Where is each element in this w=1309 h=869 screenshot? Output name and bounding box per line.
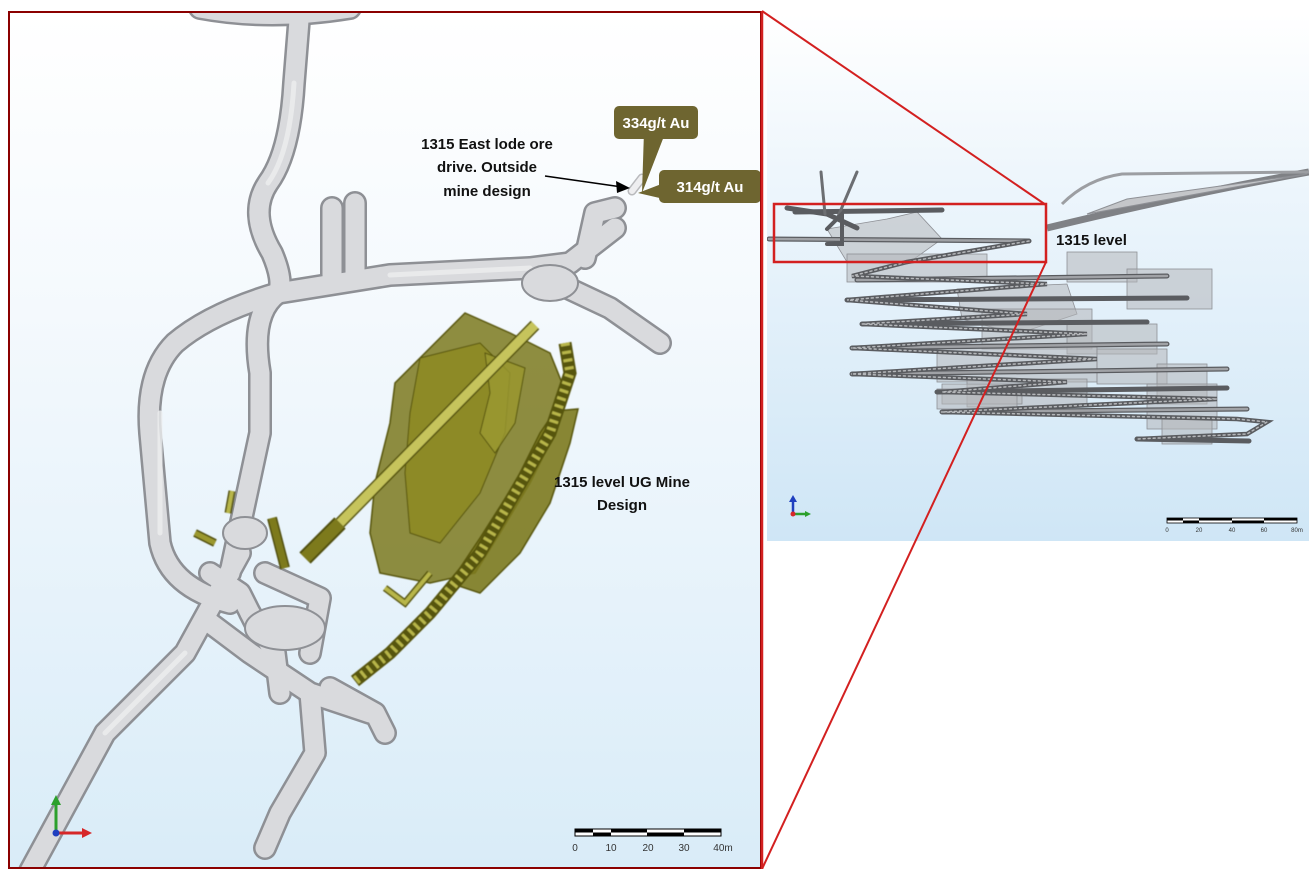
- scale-tick-30: 30: [678, 843, 690, 854]
- svg-text:1315 level UG Mine: 1315 level UG Mine: [554, 474, 690, 491]
- inset-scale-tick-20: 20: [1196, 528, 1203, 534]
- assay-callout-334: 334g/t Au: [614, 106, 698, 193]
- main-3d-view[interactable]: 1315 East lode ore drive. Outside mine d…: [8, 11, 762, 869]
- ore-drive-line-1: 1315 East lode ore: [421, 136, 553, 153]
- main-view-canvas: 1315 East lode ore drive. Outside mine d…: [18, 13, 760, 867]
- callout-334-text: 334g/t Au: [623, 115, 690, 132]
- inset-view-canvas: 1315 level 0 20 40 60 80m: [767, 168, 1309, 534]
- ore-drive-line-2: drive. Outside: [437, 159, 537, 176]
- axis-triad: [51, 795, 92, 838]
- callout-314-text: 314g/t Au: [677, 179, 744, 196]
- scale-tick-0: 0: [572, 843, 578, 854]
- inset-scale-tick-80: 80m: [1291, 528, 1303, 534]
- inset-scale-bar: 0 20 40 60 80m: [1165, 517, 1303, 534]
- inset-scale-tick-0: 0: [1165, 528, 1169, 534]
- assay-callout-314: 314g/t Au: [638, 170, 760, 203]
- tunnel-network: [18, 13, 672, 867]
- ore-drive-arrow: [544, 175, 623, 188]
- inset-scale-tick-40: 40: [1229, 528, 1236, 534]
- svg-text:mine design: mine design: [443, 183, 531, 200]
- ore-drive-line-3: mine design: [443, 183, 531, 200]
- inset-decline: [1046, 168, 1309, 232]
- svg-text:drive. Outside: drive. Outside: [437, 159, 537, 176]
- scale-tick-10: 10: [605, 843, 617, 854]
- ug-mine-design: [193, 312, 579, 687]
- inset-axis-triad: [789, 495, 811, 517]
- design-line-2: Design: [597, 497, 647, 514]
- inset-scale-tick-60: 60: [1261, 528, 1268, 534]
- scale-tick-20: 20: [642, 843, 654, 854]
- design-annotation: 1315 level UG Mine Design: [554, 474, 690, 514]
- ore-drive-annotation: 1315 East lode ore drive. Outside mine d…: [421, 136, 630, 200]
- design-line-1: 1315 level UG Mine: [554, 474, 690, 491]
- inset-level-label: 1315 level: [1056, 232, 1127, 249]
- ore-drive-arrowhead: [616, 181, 630, 193]
- east-lode-ore-drive: [627, 173, 647, 196]
- scale-tick-40: 40m: [713, 843, 732, 854]
- inset-long-section-view[interactable]: 1315 level 0 20 40 60 80m: [767, 14, 1309, 541]
- svg-text:Design: Design: [597, 497, 647, 514]
- svg-text:1315 East lode ore: 1315 East lode ore: [421, 136, 553, 153]
- scale-bar-main: 0 10 20 30 40m: [572, 828, 733, 854]
